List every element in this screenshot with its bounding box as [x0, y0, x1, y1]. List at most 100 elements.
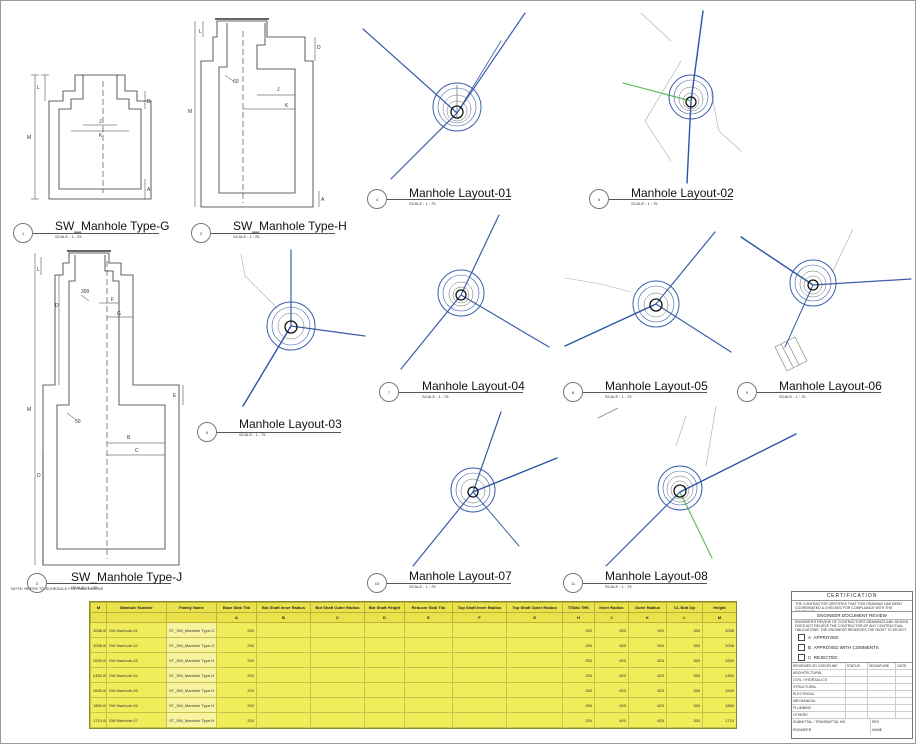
review-cell[interactable]	[896, 712, 912, 718]
review-cell[interactable]	[896, 698, 912, 704]
option-approved[interactable]: A APPROVED	[792, 632, 912, 642]
dim-label: A	[321, 197, 325, 203]
schedule-column-header: Manhole Number	[106, 602, 167, 613]
review-cell[interactable]	[896, 705, 912, 711]
view-tag[interactable]: 10	[367, 573, 387, 593]
review-cell[interactable]	[846, 691, 869, 697]
review-cell[interactable]	[868, 670, 897, 676]
review-cell[interactable]	[846, 705, 869, 711]
table-cell	[452, 697, 507, 713]
table-cell	[310, 697, 365, 713]
option-approved-with-comments[interactable]: B APPROVED WITH COMMENTS	[792, 642, 912, 652]
view-title-layout-07[interactable]: Manhole Layout-07	[409, 569, 512, 583]
option-rejected[interactable]: C REJECTED	[792, 652, 912, 662]
checkbox[interactable]	[798, 653, 805, 661]
review-cell[interactable]	[868, 677, 897, 683]
view-tag[interactable]: 7	[379, 382, 399, 402]
view-tag[interactable]: 6	[197, 422, 217, 442]
table-cell	[506, 622, 563, 638]
table-cell: 650	[594, 622, 629, 638]
review-cell[interactable]	[846, 698, 869, 704]
view-title-layout-04[interactable]: Manhole Layout-04	[422, 379, 525, 393]
view-tag[interactable]: 1	[13, 223, 33, 243]
dim-label: K	[99, 133, 103, 139]
view-tag[interactable]: 9	[737, 382, 757, 402]
view-tag[interactable]: 8	[563, 382, 583, 402]
table-cell: 1710	[702, 712, 736, 728]
view-tag[interactable]: 3	[27, 573, 47, 593]
table-cell	[256, 682, 311, 698]
dim-label: M	[27, 407, 31, 413]
table-cell: SW Manhole-06	[106, 697, 167, 713]
table-cell: 825	[628, 652, 667, 668]
table-cell: 2659.00	[90, 652, 107, 668]
dim-label: L	[37, 85, 40, 91]
view-title-layout-05[interactable]: Manhole Layout-05	[605, 379, 708, 393]
table-cell: 6372.00	[90, 727, 107, 728]
review-cell[interactable]	[868, 684, 897, 690]
table-cell	[452, 712, 507, 728]
review-cell[interactable]	[846, 670, 869, 676]
review-grid-header: REVIEWED BY DISCIPLINE STATUS SIGNATURE …	[792, 663, 912, 670]
checkbox[interactable]	[798, 633, 805, 641]
review-cell[interactable]	[896, 684, 912, 690]
review-cell[interactable]	[896, 691, 912, 697]
table-cell	[404, 652, 453, 668]
table-cell: 250	[216, 637, 257, 653]
table-cell: 200	[216, 667, 257, 683]
table-cell	[452, 637, 507, 653]
table-cell: 900	[628, 622, 667, 638]
table-cell: 500	[452, 727, 507, 728]
review-cell[interactable]	[846, 712, 869, 718]
review-cell[interactable]	[868, 698, 897, 704]
schedule-column-header: Reducer Slab Thk	[404, 602, 453, 613]
table-cell	[506, 637, 563, 653]
review-cell[interactable]	[868, 712, 897, 718]
table-cell	[404, 637, 453, 653]
view-title-type-g[interactable]: SW_Manhole Type-G	[55, 219, 170, 233]
checkbox[interactable]	[798, 643, 805, 651]
view-tag[interactable]: 2	[191, 223, 211, 243]
view-title-type-h[interactable]: SW_Manhole Type-H	[233, 219, 347, 233]
view-scale: SCALE : 1 : 75	[422, 394, 449, 399]
dim-label: J	[277, 87, 280, 93]
review-cell[interactable]	[846, 677, 869, 683]
table-cell	[628, 727, 667, 728]
table-cell: 700	[506, 727, 563, 728]
view-scale: SCALE : 1 : 75	[631, 201, 658, 206]
view-title-layout-06[interactable]: Manhole Layout-06	[779, 379, 882, 393]
review-cell[interactable]	[846, 684, 869, 690]
view-title-layout-02[interactable]: Manhole Layout-02	[631, 186, 734, 200]
review-cell[interactable]	[868, 691, 897, 697]
table-cell: SW Manhole-03	[106, 652, 167, 668]
column-header: STATUS	[846, 663, 869, 669]
dim-label: C	[135, 448, 139, 454]
table-cell	[364, 682, 405, 698]
view-tag[interactable]: 5	[589, 189, 609, 209]
review-cell[interactable]	[868, 705, 897, 711]
table-cell: SW Manhole-01	[106, 622, 167, 638]
discipline-label: ELECTRICAL	[792, 691, 846, 697]
schedule-dimension-letter: B	[256, 612, 311, 623]
table-cell: 350	[666, 727, 703, 728]
view-title-layout-03[interactable]: Manhole Layout-03	[239, 417, 342, 431]
table-cell: 2659	[702, 652, 736, 668]
view-title-layout-08[interactable]: Manhole Layout-08	[605, 569, 708, 583]
review-cell[interactable]	[896, 670, 912, 676]
view-title-layout-01[interactable]: Manhole Layout-01	[409, 186, 512, 200]
view-tag[interactable]: 11	[563, 573, 583, 593]
view-title-type-j[interactable]: SW_Manhole Type-J	[71, 570, 183, 584]
review-cell[interactable]	[896, 677, 912, 683]
view-tag[interactable]: 4	[367, 189, 387, 209]
note-text: NOTE: REFER TO SCHEDULE FOR DIMENSIONS	[11, 586, 104, 591]
column-header: SIGNATURE	[868, 663, 897, 669]
table-cell: 250	[562, 697, 595, 713]
